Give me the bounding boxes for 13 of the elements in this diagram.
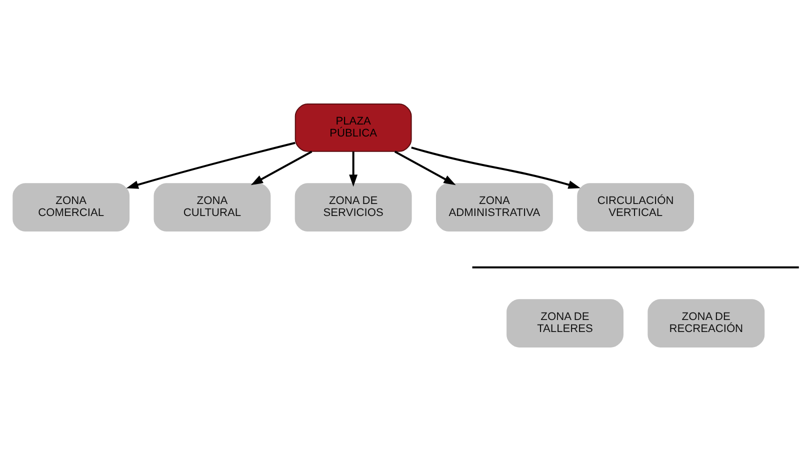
- node-box: ZONA DE RECREACIÓN: [648, 298, 765, 347]
- arrow: [411, 146, 580, 188]
- arrow: [349, 151, 358, 186]
- node-box: ZONA CULTURAL: [154, 182, 271, 232]
- arrow: [394, 150, 456, 185]
- node-box: CIRCULACIÓN VERTICAL: [577, 182, 694, 232]
- arrow: [250, 150, 312, 185]
- arrow: [126, 141, 296, 188]
- node-box: ZONA ADMINISTRATIVA: [436, 182, 553, 232]
- node-box: PLAZA PÚBLICA: [294, 103, 412, 152]
- node-box: ZONA DE SERVICIOS: [294, 182, 412, 232]
- node-box: ZONA COMERCIAL: [12, 182, 130, 232]
- node-box: ZONA DE TALLERES: [506, 298, 624, 347]
